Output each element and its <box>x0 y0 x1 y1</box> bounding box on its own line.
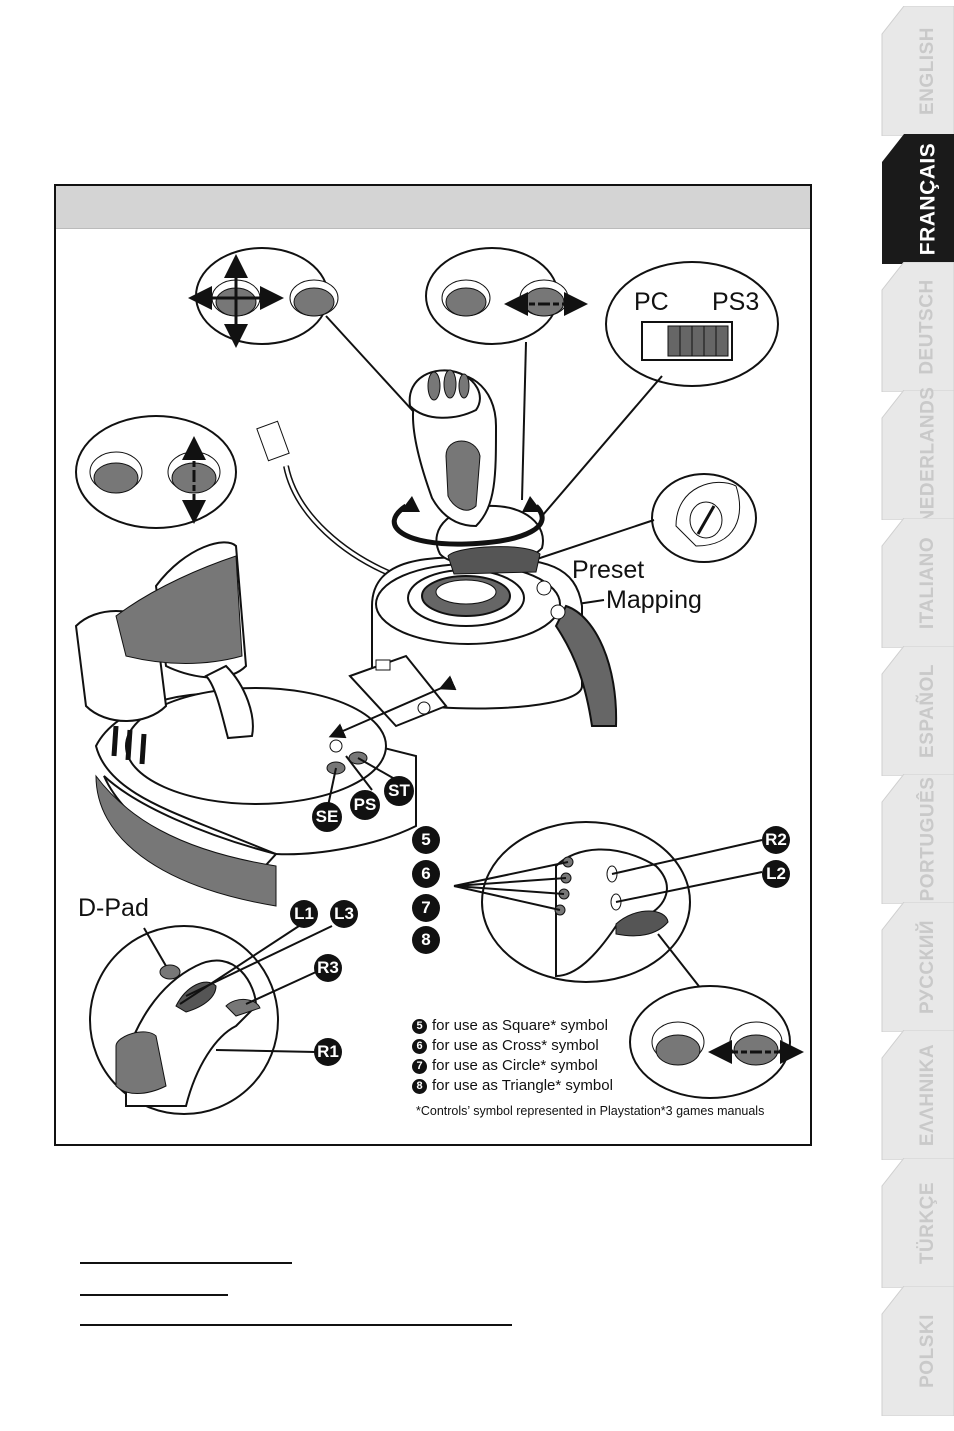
tab-label: FRANÇAIS <box>916 142 939 256</box>
tab-italiano[interactable]: ITALIANO <box>874 518 954 648</box>
legend-row: 6 for use as Cross* symbol <box>412 1036 613 1056</box>
tab-english[interactable]: ENGLISH <box>874 6 954 136</box>
tab-label: ENGLISH <box>917 27 939 115</box>
tab-shape <box>881 774 954 904</box>
tab-shape <box>881 646 954 776</box>
rule-3 <box>80 1324 512 1326</box>
tab-label: ESPAÑOL <box>917 664 938 758</box>
legend-num: 7 <box>412 1058 427 1074</box>
bubble-dial <box>651 473 757 563</box>
tab-shape <box>881 262 954 392</box>
tab-label: POLSKI <box>917 1314 939 1388</box>
tab-label: ΕΛΛΗΝΙΚΑ <box>917 1043 938 1147</box>
tab-label: ITALIANO <box>917 536 938 630</box>
legend-text: for use as Triangle* symbol <box>432 1077 613 1094</box>
badge-r1: R1 <box>314 1038 342 1066</box>
rule-2 <box>80 1294 228 1296</box>
tab-greek[interactable]: ΕΛΛΗΝΙΚΑ <box>874 1030 954 1160</box>
figure-header-bar <box>56 186 810 229</box>
rule-1 <box>80 1262 292 1264</box>
tab-label: РУССКИЙ <box>917 919 938 1015</box>
tab-label: TÜRKÇE <box>917 1181 939 1265</box>
switch-label-pc: PC <box>634 288 669 316</box>
tab-russian[interactable]: РУССКИЙ <box>874 902 954 1032</box>
tab-shape <box>881 390 954 520</box>
tab-polski[interactable]: POLSKI <box>874 1286 954 1416</box>
badge-l1: L1 <box>290 900 318 928</box>
joystick-grip <box>391 369 545 575</box>
tab-shape <box>881 1286 954 1416</box>
tab-espanol[interactable]: ESPAÑOL <box>874 646 954 776</box>
legend-row: 8 for use as Triangle* symbol <box>412 1076 613 1096</box>
legend-text: for use as Circle* symbol <box>432 1057 598 1074</box>
joystick-figure: PC PS3 Preset Mapping D-Pad SE PS ST L1 … <box>54 184 812 1146</box>
tab-nederlands[interactable]: NEDERLANDS <box>874 387 954 523</box>
badge-6: 6 <box>412 860 440 888</box>
leader-lines <box>325 315 663 607</box>
legend-row: 5 for use as Square* symbol <box>412 1016 613 1036</box>
switch-label-ps3: PS3 <box>712 288 760 316</box>
badge-st: ST <box>384 776 414 806</box>
badge-l3: L3 <box>330 900 358 928</box>
button-legend: 5 for use as Square* symbol 6 for use as C… <box>412 1016 613 1096</box>
footnote: *Controls’ symbol represented in Playsta… <box>416 1104 765 1118</box>
joystick-illustration <box>74 247 804 1115</box>
badge-l2: L2 <box>762 860 790 888</box>
badge-r3: R3 <box>314 954 342 982</box>
legend-row: 7 for use as Circle* symbol <box>412 1056 613 1076</box>
badge-5: 5 <box>412 826 440 854</box>
legend-num: 8 <box>412 1078 427 1094</box>
badge-r2: R2 <box>762 826 790 854</box>
legend-text: for use as Cross* symbol <box>432 1037 599 1054</box>
badge-se: SE <box>312 802 342 832</box>
mapping-label: Mapping <box>606 586 702 614</box>
bubble-stick-horizontal <box>425 247 588 345</box>
tab-shape <box>882 134 954 264</box>
badge-ps: PS <box>350 790 380 820</box>
tab-turkce[interactable]: TÜRKÇE <box>874 1158 954 1288</box>
dpad-label: D-Pad <box>78 894 149 922</box>
tab-deutsch[interactable]: DEUTSCH <box>874 262 954 392</box>
legend-num: 6 <box>412 1038 427 1054</box>
tab-label: DEUTSCH <box>917 279 938 375</box>
tab-label: NEDERLANDS <box>917 386 939 524</box>
throttle-detail <box>89 923 333 1115</box>
usb-cable <box>256 420 398 579</box>
tab-portugues[interactable]: PORTUGUÊS <box>874 774 954 904</box>
grip-detail <box>453 821 763 1009</box>
legend-text: for use as Square* symbol <box>432 1017 608 1034</box>
bubble-stick-4way <box>188 247 339 348</box>
bubble-stick-vertical <box>75 415 237 529</box>
tab-shape <box>881 1158 954 1288</box>
bubble-pc-ps3-switch <box>605 261 779 387</box>
bubble-throttle-horizontal <box>629 985 804 1099</box>
preset-label: Preset <box>572 556 645 584</box>
tab-shape <box>881 1030 954 1160</box>
badge-7: 7 <box>412 894 440 922</box>
tab-shape <box>881 902 954 1032</box>
tab-shape <box>881 518 954 648</box>
tab-shape <box>881 6 954 136</box>
legend-num: 5 <box>412 1018 427 1034</box>
language-tabs: ENGLISH FRANÇAIS DEUTSCH NEDERLANDS ITAL… <box>864 0 954 1431</box>
badge-8: 8 <box>412 926 440 954</box>
tab-francais[interactable]: FRANÇAIS <box>874 134 954 264</box>
throttle-unit <box>74 541 457 907</box>
tab-label: PORTUGUÊS <box>917 776 939 902</box>
